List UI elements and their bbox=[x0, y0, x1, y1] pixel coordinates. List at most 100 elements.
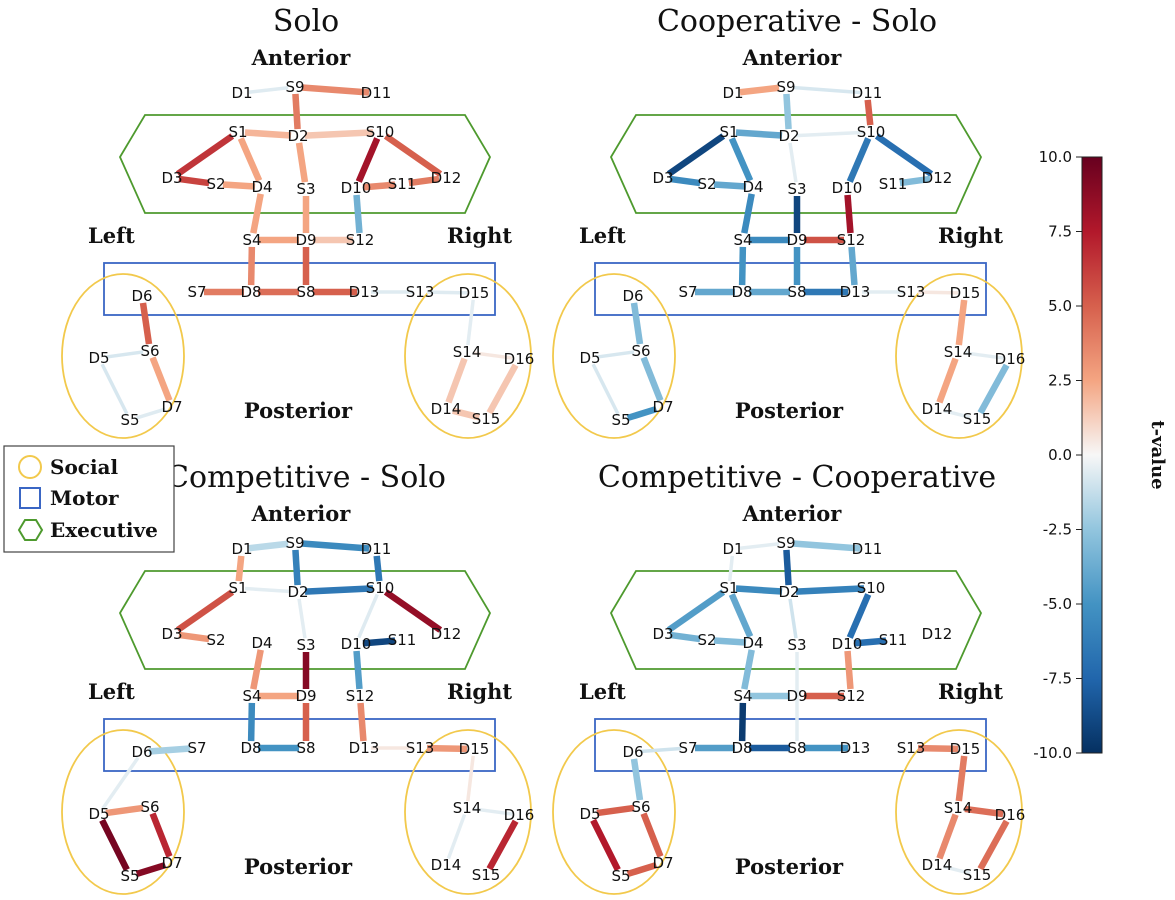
node-S3: S3 bbox=[787, 180, 806, 198]
edge-S2-D4 bbox=[713, 181, 747, 190]
edges bbox=[591, 84, 1010, 422]
posterior-label: Posterior bbox=[244, 854, 353, 879]
executive-region bbox=[609, 570, 983, 670]
node-D14: D14 bbox=[922, 856, 953, 874]
node-D16: D16 bbox=[995, 350, 1026, 368]
right-label: Right bbox=[938, 679, 1003, 704]
edge-D1-S1 bbox=[727, 555, 735, 582]
edge-D6-S7 bbox=[639, 746, 682, 754]
node-D1: D1 bbox=[722, 84, 743, 102]
node-D14: D14 bbox=[431, 856, 462, 874]
posterior-label: Posterior bbox=[735, 854, 844, 879]
legend-box: Social Motor Executive bbox=[3, 445, 175, 553]
edge-D15-S14 bbox=[466, 755, 475, 802]
edge-S14-D14 bbox=[445, 357, 468, 404]
edge-S4-D8 bbox=[738, 702, 747, 742]
node-S1: S1 bbox=[228, 123, 247, 141]
node-S4: S4 bbox=[733, 231, 752, 249]
node-S9: S9 bbox=[285, 534, 304, 552]
node-D7: D7 bbox=[161, 854, 182, 872]
node-D6: D6 bbox=[131, 287, 152, 305]
node-D6: D6 bbox=[131, 743, 152, 761]
edge-S15-D16 bbox=[977, 363, 1010, 415]
node-D6: D6 bbox=[622, 287, 643, 305]
node-S2: S2 bbox=[206, 175, 225, 193]
edge-S5-D7 bbox=[135, 861, 167, 878]
edge-S1-D4 bbox=[237, 137, 263, 182]
node-D14: D14 bbox=[922, 400, 953, 418]
edge-D4-S4 bbox=[741, 193, 755, 234]
edge-S14-D16 bbox=[964, 351, 1004, 360]
node-S6: S6 bbox=[140, 798, 159, 816]
edge-S10-D12 bbox=[874, 133, 934, 177]
node-S7: S7 bbox=[187, 739, 206, 757]
node-S12: S12 bbox=[837, 687, 866, 705]
edge-S2-D4 bbox=[713, 637, 747, 646]
node-D9: D9 bbox=[786, 231, 807, 249]
node-S10: S10 bbox=[857, 579, 886, 597]
social-region-right bbox=[404, 273, 532, 439]
edge-D14-S15 bbox=[452, 407, 480, 421]
node-D8: D8 bbox=[731, 283, 752, 301]
node-D3: D3 bbox=[652, 625, 673, 643]
node-D5: D5 bbox=[88, 349, 109, 367]
edge-S10-D10 bbox=[846, 593, 872, 639]
edge-S9-D11 bbox=[301, 540, 370, 552]
edge-S1-D3 bbox=[175, 133, 235, 177]
edge-D5-S6 bbox=[105, 804, 144, 817]
colorbar-tick-label: 2.5 bbox=[1048, 372, 1072, 390]
legend-motor-label: Motor bbox=[50, 486, 119, 510]
anterior-label: Anterior bbox=[742, 45, 843, 70]
node-S5: S5 bbox=[611, 867, 630, 885]
node-S8: S8 bbox=[787, 739, 806, 757]
right-label: Right bbox=[447, 223, 512, 248]
anterior-label: Anterior bbox=[251, 45, 352, 70]
legend-frame bbox=[3, 445, 175, 553]
edge-D10-S11 bbox=[362, 637, 396, 647]
edge-D2-S10 bbox=[795, 585, 865, 595]
panel-title: Competitive - Solo bbox=[166, 460, 446, 495]
node-D13: D13 bbox=[840, 739, 871, 757]
node-S1: S1 bbox=[719, 579, 738, 597]
edge-D15-S14 bbox=[955, 755, 968, 802]
node-D10: D10 bbox=[832, 179, 863, 197]
edge-D2-S3 bbox=[788, 142, 798, 183]
node-S12: S12 bbox=[837, 231, 866, 249]
node-D12: D12 bbox=[431, 625, 462, 643]
edge-S7-D6 bbox=[148, 745, 191, 755]
node-S3: S3 bbox=[787, 636, 806, 654]
node-S12: S12 bbox=[346, 687, 375, 705]
edge-D1-S9 bbox=[739, 542, 780, 550]
node-D12: D12 bbox=[922, 625, 953, 643]
node-S2: S2 bbox=[697, 175, 716, 193]
edge-S14-D14 bbox=[446, 813, 467, 860]
edge-S14-D16 bbox=[473, 351, 513, 360]
edge-D3-S2 bbox=[178, 175, 210, 187]
node-D4: D4 bbox=[251, 178, 272, 196]
edge-S4-D8 bbox=[247, 246, 256, 286]
edge-S4-D8 bbox=[247, 702, 256, 742]
edge-S10-D10 bbox=[355, 137, 381, 183]
colorbar-tick-label: -2.5 bbox=[1043, 521, 1072, 539]
node-D4: D4 bbox=[251, 634, 272, 652]
node-S3: S3 bbox=[296, 180, 315, 198]
node-S6: S6 bbox=[631, 342, 650, 360]
node-D16: D16 bbox=[504, 806, 535, 824]
edge-S10-D12 bbox=[383, 133, 443, 177]
edge-D15-S14 bbox=[466, 299, 475, 346]
edge-S10-D10 bbox=[357, 593, 379, 639]
edge-D2-S10 bbox=[304, 585, 374, 595]
node-D2: D2 bbox=[778, 127, 799, 145]
edge-S14-D14 bbox=[936, 357, 959, 404]
motor-region bbox=[103, 262, 496, 316]
edge-D5-S5 bbox=[591, 363, 620, 415]
node-S4: S4 bbox=[733, 687, 752, 705]
social-region-right bbox=[895, 729, 1023, 895]
node-D13: D13 bbox=[840, 283, 871, 301]
node-D5: D5 bbox=[88, 805, 109, 823]
node-S15: S15 bbox=[472, 866, 501, 884]
